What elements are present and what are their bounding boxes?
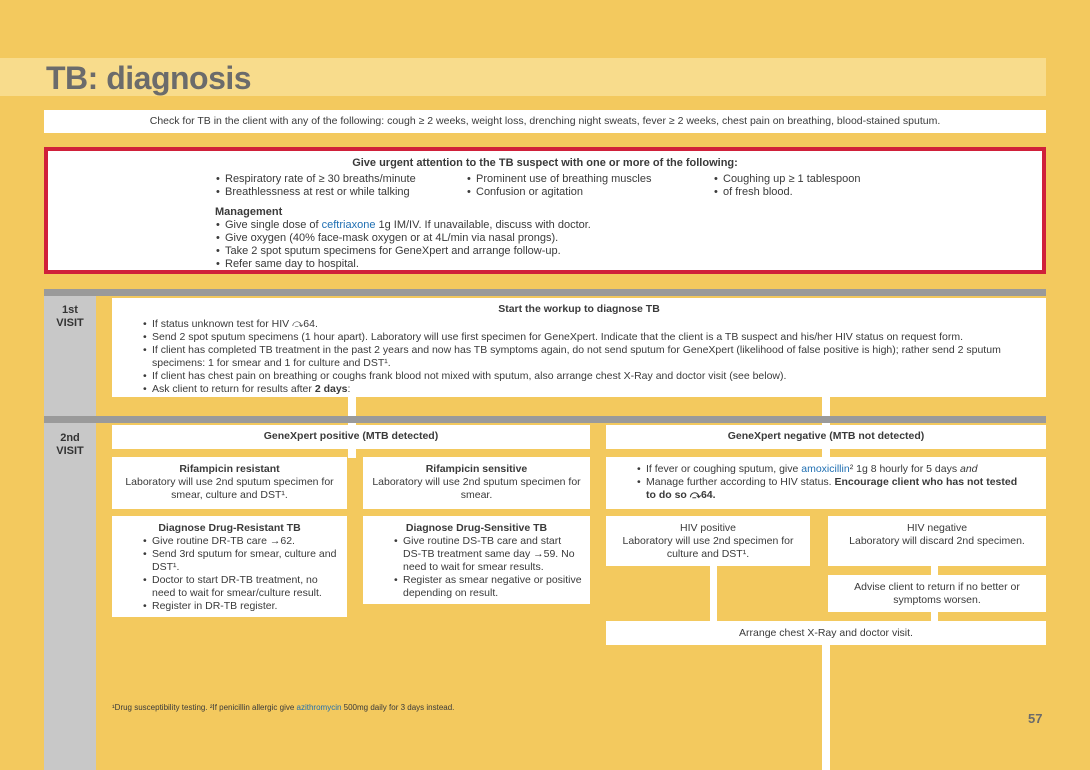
ds-item: Give routine DS-TB care and start DS-TB … — [394, 535, 582, 574]
hiv-pos-text: Laboratory will use 2nd specimen for cul… — [622, 535, 794, 560]
visit1-side — [44, 296, 96, 416]
visit1-num: 1st — [62, 304, 78, 316]
visit2-num: 2nd — [60, 432, 80, 444]
visit1-item: If client has completed TB treatment in … — [143, 344, 1016, 370]
negative-item: Manage further according to HIV status. … — [637, 476, 1026, 502]
management-item: Give single dose of ceftriaxone 1g IM/IV… — [216, 219, 915, 232]
connector — [710, 566, 717, 622]
visit2-side — [44, 423, 96, 770]
visit1-item: If client has chest pain on breathing or… — [143, 370, 1016, 383]
hiv-neg-title: HIV negative — [906, 522, 968, 534]
visit1-divider — [44, 289, 1046, 296]
dr-title: Diagnose Drug-Resistant TB — [158, 522, 301, 534]
management-title: Management — [215, 206, 283, 218]
hiv-negative-box: HIV negative Laboratory will discard 2nd… — [828, 516, 1046, 566]
neg-text: If fever or coughing sputum, give — [646, 463, 802, 475]
mgmt-text: Give single dose of — [225, 219, 322, 231]
advise-box: Advise client to return if no better or … — [828, 575, 1046, 612]
connector — [931, 566, 938, 575]
xray-box: Arrange chest X-Ray and doctor visit. — [606, 621, 1046, 645]
neg-text: Manage further according to HIV status. — [646, 476, 835, 488]
neg-text: ² 1g 8 hourly for 5 days — [849, 463, 960, 475]
urgent-item: Respiratory rate of ≥ 30 breaths/minute — [216, 173, 465, 186]
rif-sens-title: Rifampicin sensitive — [425, 463, 528, 475]
visit2-word: VISIT — [56, 445, 84, 457]
visit2-divider — [44, 416, 1046, 423]
visit1-item: Send 2 spot sputum specimens (1 hour apa… — [143, 331, 1016, 344]
hiv-positive-box: HIV positive Laboratory will use 2nd spe… — [606, 516, 810, 566]
visit1-item: Ask client to return for results after 2… — [143, 383, 1016, 396]
drug-resistant-box: Diagnose Drug-Resistant TB Give routine … — [112, 516, 347, 617]
negative-management-box: If fever or coughing sputum, give amoxic… — [606, 457, 1046, 509]
negative-item: If fever or coughing sputum, give amoxic… — [637, 463, 1026, 476]
azithromycin-link[interactable]: azithromycin — [296, 703, 342, 712]
drug-sensitive-box: Diagnose Drug-Sensitive TB Give routine … — [363, 516, 590, 604]
urgent-header: Give urgent attention to the TB suspect … — [352, 157, 738, 169]
dr-item: Doctor to start DR-TB treatment, no need… — [143, 574, 339, 600]
neg-italic: and — [960, 463, 978, 475]
hiv-neg-text: Laboratory will discard 2nd specimen. — [849, 535, 1025, 547]
urgent-col1: Respiratory rate of ≥ 30 breaths/minuteB… — [215, 173, 465, 199]
hiv-pos-title: HIV positive — [679, 522, 737, 534]
visit1-box: Start the workup to diagnose TB If statu… — [112, 298, 1046, 397]
genexpert-negative-header: GeneXpert negative (MTB not detected) — [606, 425, 1046, 449]
title-band — [0, 58, 1046, 96]
urgent-box: Give urgent attention to the TB suspect … — [44, 147, 1046, 274]
urgent-item: Coughing up ≥ 1 tablespoon — [714, 173, 913, 186]
rifampicin-sensitive-box: Rifampicin sensitive Laboratory will use… — [363, 457, 590, 509]
visit1-label: 1st VISIT — [44, 304, 96, 330]
urgent-col2: Prominent use of breathing musclesConfus… — [466, 173, 706, 199]
connector — [931, 612, 938, 622]
visit1-last-bold: 2 days — [314, 383, 348, 395]
visit1-item: If status unknown test for HIV ⤼64. — [143, 318, 1016, 331]
management: Management Give single dose of ceftriaxo… — [215, 206, 915, 271]
check-text: Check for TB in the client with any of t… — [149, 115, 941, 127]
urgent-item: Breathlessness at rest or while talking — [216, 186, 465, 199]
connector — [348, 449, 356, 458]
visit1-word: VISIT — [56, 317, 84, 329]
dr-item: Send 3rd sputum for smear, culture and D… — [143, 548, 339, 574]
genexpert-positive-header: GeneXpert positive (MTB detected) — [112, 425, 590, 449]
connector — [348, 397, 356, 426]
visit2-label: 2nd VISIT — [44, 432, 96, 458]
rif-sens-text: Laboratory will use 2nd sputum specimen … — [372, 476, 581, 501]
rif-res-title: Rifampicin resistant — [179, 463, 280, 475]
management-item: Refer same day to hospital. — [216, 258, 915, 271]
urgent-item-cont-text: of fresh blood. — [723, 186, 793, 198]
dr-item: Give routine DR-TB care →62. — [143, 535, 339, 548]
check-box: Check for TB in the client with any of t… — [44, 110, 1046, 133]
page-title: TB: diagnosis — [46, 60, 252, 96]
neg-bold: Encourage client who has not tested to d… — [646, 476, 1018, 501]
footnote-text: 500mg daily for 3 days instead. — [341, 703, 455, 712]
rifampicin-resistant-box: Rifampicin resistant Laboratory will use… — [112, 457, 347, 509]
visit1-title: Start the workup to diagnose TB — [498, 303, 660, 315]
rif-res-text: Laboratory will use 2nd sputum specimen … — [125, 476, 334, 501]
dr-item: Register in DR-TB register. — [143, 600, 339, 613]
visit1-last-text: Ask client to return for results after — [152, 383, 315, 395]
connector — [822, 449, 830, 458]
ds-item: Register as smear negative or positive d… — [394, 574, 582, 600]
visit1-last-colon: : — [347, 383, 351, 395]
footnote-text: ¹Drug susceptibility testing. ²If penici… — [112, 703, 297, 712]
management-item: Give oxygen (40% face-mask oxygen or at … — [216, 232, 915, 245]
management-item: Take 2 spot sputum specimens for GeneXpe… — [216, 245, 915, 258]
ds-title: Diagnose Drug-Sensitive TB — [405, 522, 548, 534]
amoxicillin-link[interactable]: amoxicillin — [801, 463, 850, 475]
connector — [822, 645, 830, 770]
urgent-item: Prominent use of breathing muscles — [467, 173, 706, 186]
ceftriaxone-link[interactable]: ceftriaxone — [321, 219, 376, 231]
mgmt-text: 1g IM/IV. If unavailable, discuss with d… — [375, 219, 591, 231]
connector — [822, 397, 830, 426]
urgent-col3: Coughing up ≥ 1 tablespoonof fresh blood… — [713, 173, 913, 199]
urgent-item: Confusion or agitation — [467, 186, 706, 199]
urgent-item-cont: of fresh blood. — [714, 186, 913, 199]
page-number: 57 — [1028, 711, 1043, 726]
footnote: ¹Drug susceptibility testing. ²If penici… — [112, 703, 454, 712]
